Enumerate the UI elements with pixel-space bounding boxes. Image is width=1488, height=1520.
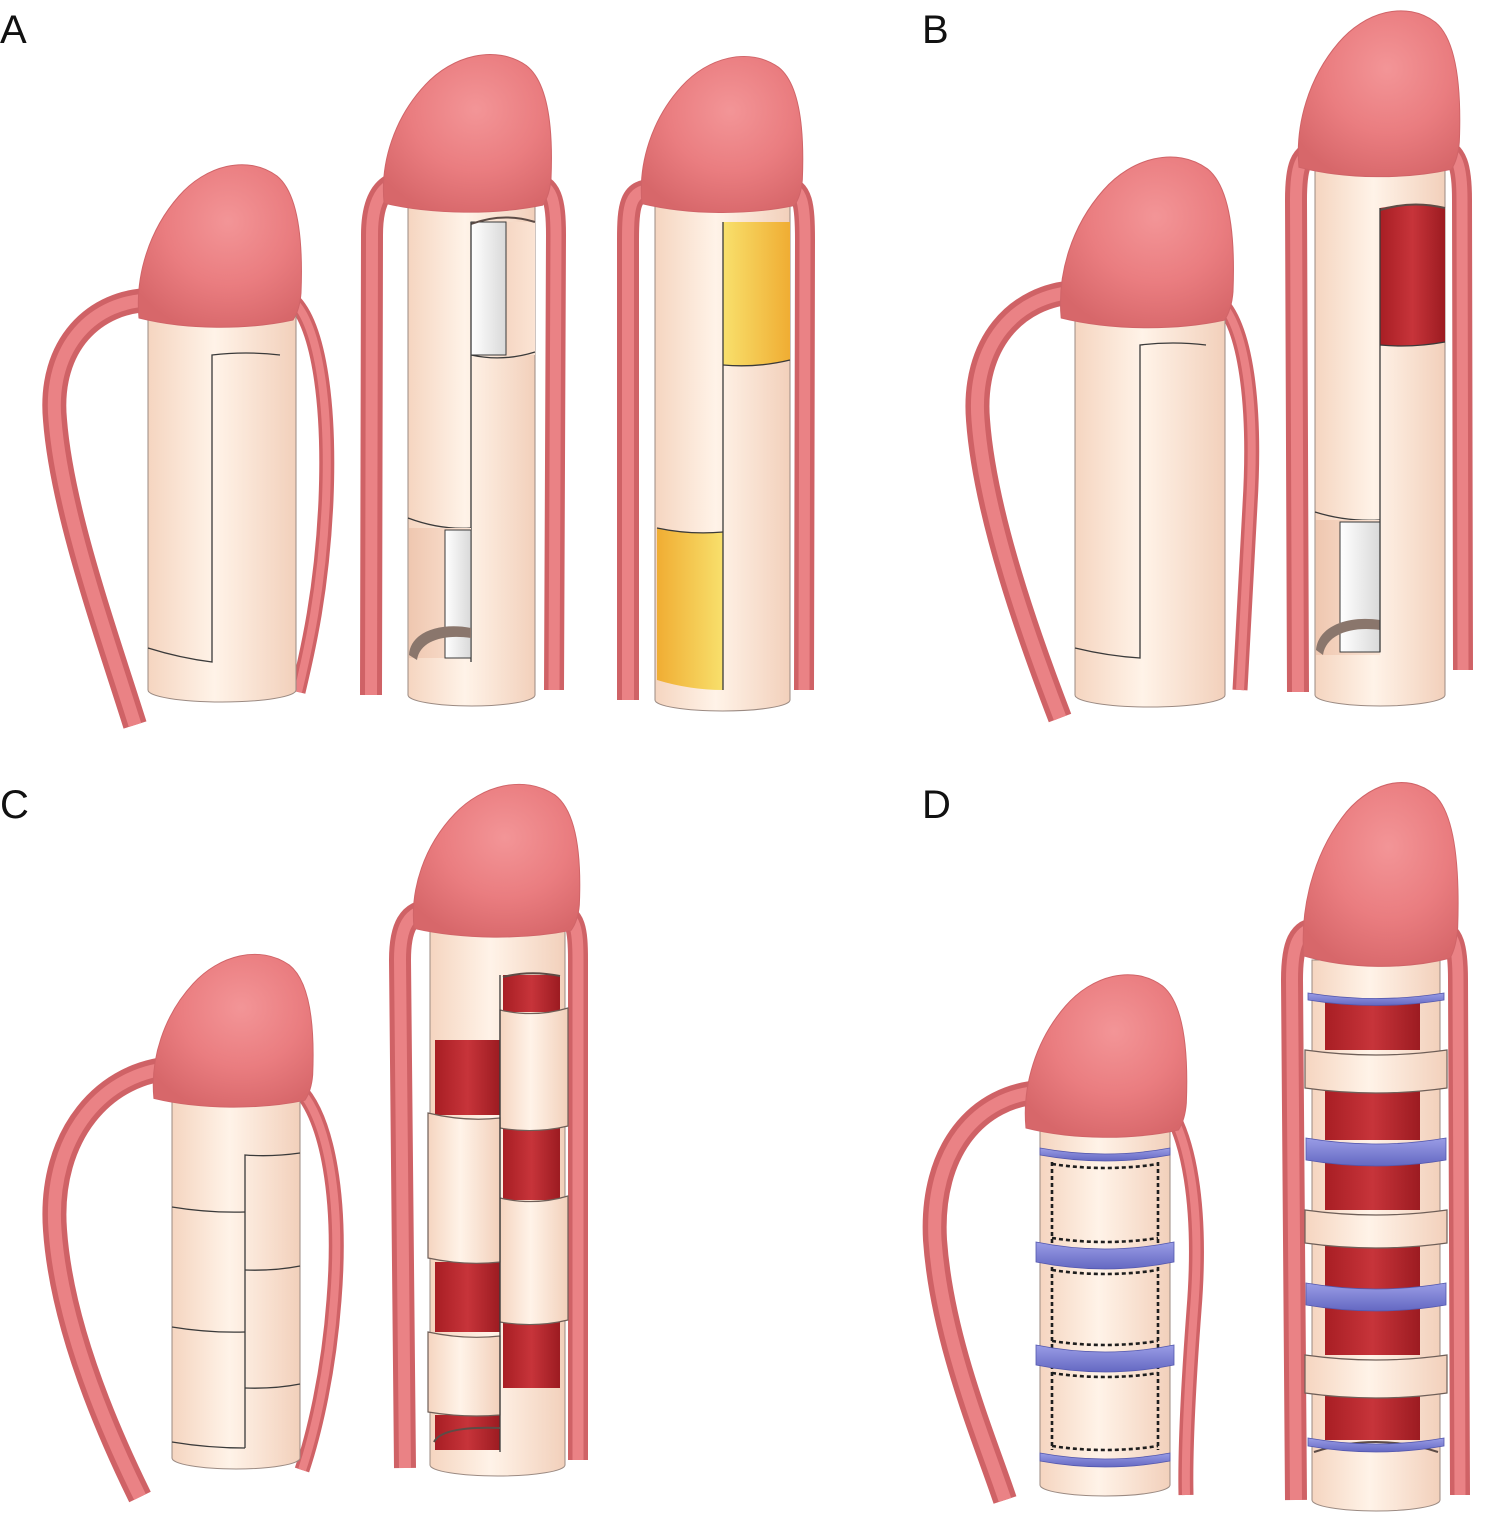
step-line <box>171 1441 246 1449</box>
shaft-segment <box>1304 1354 1448 1399</box>
glans-cap <box>1302 782 1459 967</box>
panel-c-figure-1 <box>42 953 344 1503</box>
step-line <box>171 1206 246 1213</box>
glans-cap <box>1297 10 1461 178</box>
panel-d-figure-1 <box>922 974 1204 1504</box>
cut-rim-bottom <box>409 626 471 660</box>
incision-line <box>147 352 281 663</box>
vessel-right-highlight <box>1157 1095 1201 1496</box>
panel-b-figure-2 <box>1285 10 1473 707</box>
glans-cap <box>152 953 314 1108</box>
vessel-right-highlight <box>1215 297 1256 691</box>
window-white-top <box>470 221 507 356</box>
window-white-bottom <box>1339 521 1381 653</box>
cut-rim-top <box>1379 203 1446 211</box>
red-segment <box>1325 1305 1420 1355</box>
panel-d: D <box>922 782 1470 1512</box>
shaft-cylinder <box>147 314 297 703</box>
blue-band <box>1039 1452 1171 1468</box>
red-segment <box>1325 1245 1420 1290</box>
glans-cap <box>640 55 804 213</box>
glans-cap <box>382 53 552 213</box>
vessel-left-highlight <box>47 1061 178 1500</box>
red-segment <box>1325 1002 1420 1050</box>
panel-a-figure-1 <box>42 164 335 729</box>
segment-edge <box>470 351 536 359</box>
blue-band <box>1035 1344 1175 1373</box>
shaft-segment <box>1304 1209 1448 1249</box>
red-segment <box>1325 1395 1420 1440</box>
red-segment <box>503 975 560 1012</box>
cut-rim-top <box>470 216 536 225</box>
vessel-left-highlight <box>928 1085 1043 1503</box>
red-segment <box>1325 1160 1420 1210</box>
glans-cap <box>1060 156 1234 329</box>
blue-band <box>1307 1437 1445 1453</box>
incision-line <box>244 1152 301 1448</box>
glans-cap <box>412 783 581 938</box>
shaft-cylinder <box>1074 319 1226 708</box>
panel-label-a: A <box>0 8 27 52</box>
window-white-bottom <box>444 529 472 659</box>
vessel-right-highlight <box>295 1085 341 1472</box>
panel-c: C <box>0 783 588 1503</box>
incision-line <box>1074 342 1207 659</box>
shaft-segment-left <box>427 1331 501 1417</box>
red-segment <box>435 1262 500 1332</box>
shaft-cylinder <box>1039 1129 1171 1497</box>
step-line <box>244 1383 301 1389</box>
panel-b: B <box>922 8 1473 723</box>
cut-rim-bottom <box>433 1426 501 1443</box>
vessel-right-highlight <box>530 176 562 691</box>
shaft-segment-left <box>427 1112 501 1264</box>
cut-rim-bottom <box>1316 618 1380 655</box>
blue-band <box>1305 1137 1447 1167</box>
red-flap-top <box>1380 205 1445 346</box>
shaft-segment <box>1304 1049 1448 1094</box>
vessel-left-highlight <box>47 293 153 727</box>
vessel-left-highlight <box>394 904 433 1469</box>
glans-cap <box>137 164 302 328</box>
blue-band <box>1305 1282 1447 1312</box>
shaft-cylinder <box>171 1094 301 1470</box>
red-segment <box>1325 1090 1420 1140</box>
red-segment <box>503 1322 560 1388</box>
step-line <box>244 1265 301 1271</box>
panel-a: A <box>0 8 815 729</box>
panel-label-b: B <box>922 8 949 52</box>
panel-a-figure-3 <box>617 55 815 712</box>
yellow-patch-top <box>723 222 790 366</box>
panel-d-figure-2 <box>1281 782 1470 1512</box>
segment-edge <box>1379 341 1446 347</box>
cut-rim-top <box>502 972 561 978</box>
panel-a-figure-2 <box>360 53 566 707</box>
step-line <box>171 1326 246 1333</box>
panel-c-figure-2 <box>389 783 588 1477</box>
blue-band <box>1307 992 1445 1006</box>
vessel-left-highlight <box>970 285 1078 721</box>
blue-band <box>1039 1147 1171 1162</box>
panel-label-c: C <box>0 783 29 827</box>
panel-b-figure-1 <box>965 156 1260 723</box>
vessel-left-highlight <box>622 184 653 700</box>
shaft-segment-right <box>499 1195 569 1326</box>
red-segment <box>435 1040 500 1115</box>
vessel-right-highlight <box>287 294 331 693</box>
shaft-segment-right <box>499 1007 569 1132</box>
red-segment <box>503 1128 560 1200</box>
vessel-left-highlight <box>365 174 413 696</box>
yellow-patch-bottom <box>657 528 723 690</box>
glans-cap <box>1024 974 1188 1138</box>
blue-band <box>1035 1241 1175 1270</box>
panel-label-d: D <box>922 783 951 827</box>
segment-edge <box>656 527 724 534</box>
segment-edge <box>722 359 791 367</box>
